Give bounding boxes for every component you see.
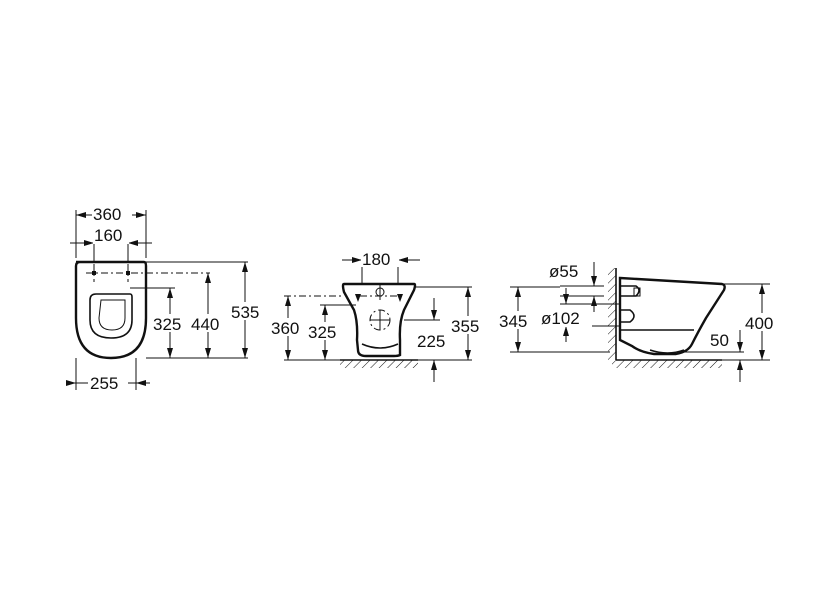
dim-offset: 50 [710, 331, 729, 350]
dim-height-fix-low: 325 [153, 315, 181, 334]
side-view: ø55 ø102 345 400 50 [498, 262, 782, 382]
dim-length-total: 535 [231, 303, 259, 322]
rear-view: 180 360 325 225 355 [270, 249, 488, 382]
wall-hatch [608, 268, 616, 360]
dim-width-fixing: 160 [94, 226, 122, 245]
bowl-inner-lip [98, 299, 126, 331]
pan-side-outline [618, 276, 726, 356]
side-floor-hatch [612, 360, 722, 368]
dim-right-total: 355 [451, 317, 479, 336]
front-view: 360 160 255 325 440 [66, 203, 268, 393]
dim-depth: 255 [90, 374, 118, 393]
dim-height-fix-high: 440 [191, 315, 219, 334]
dim-total-height: 400 [745, 314, 773, 333]
pan-rear-outline [341, 282, 417, 358]
dim-fixing-spacing: 180 [362, 250, 390, 269]
dim-outlet-height: 345 [499, 312, 527, 331]
bowl-outline [74, 260, 148, 360]
floor-hatch [340, 360, 418, 368]
dim-left-inner: 325 [308, 323, 336, 342]
fixing-hole-left [92, 271, 96, 275]
dim-right-inner: 225 [417, 332, 445, 351]
dim-width-total: 360 [93, 205, 121, 224]
dim-left-total: 360 [271, 319, 299, 338]
dim-outlet-diameter: ø102 [541, 309, 580, 328]
bowl-inner-opening [89, 293, 133, 339]
dim-inlet-diameter: ø55 [549, 262, 578, 281]
